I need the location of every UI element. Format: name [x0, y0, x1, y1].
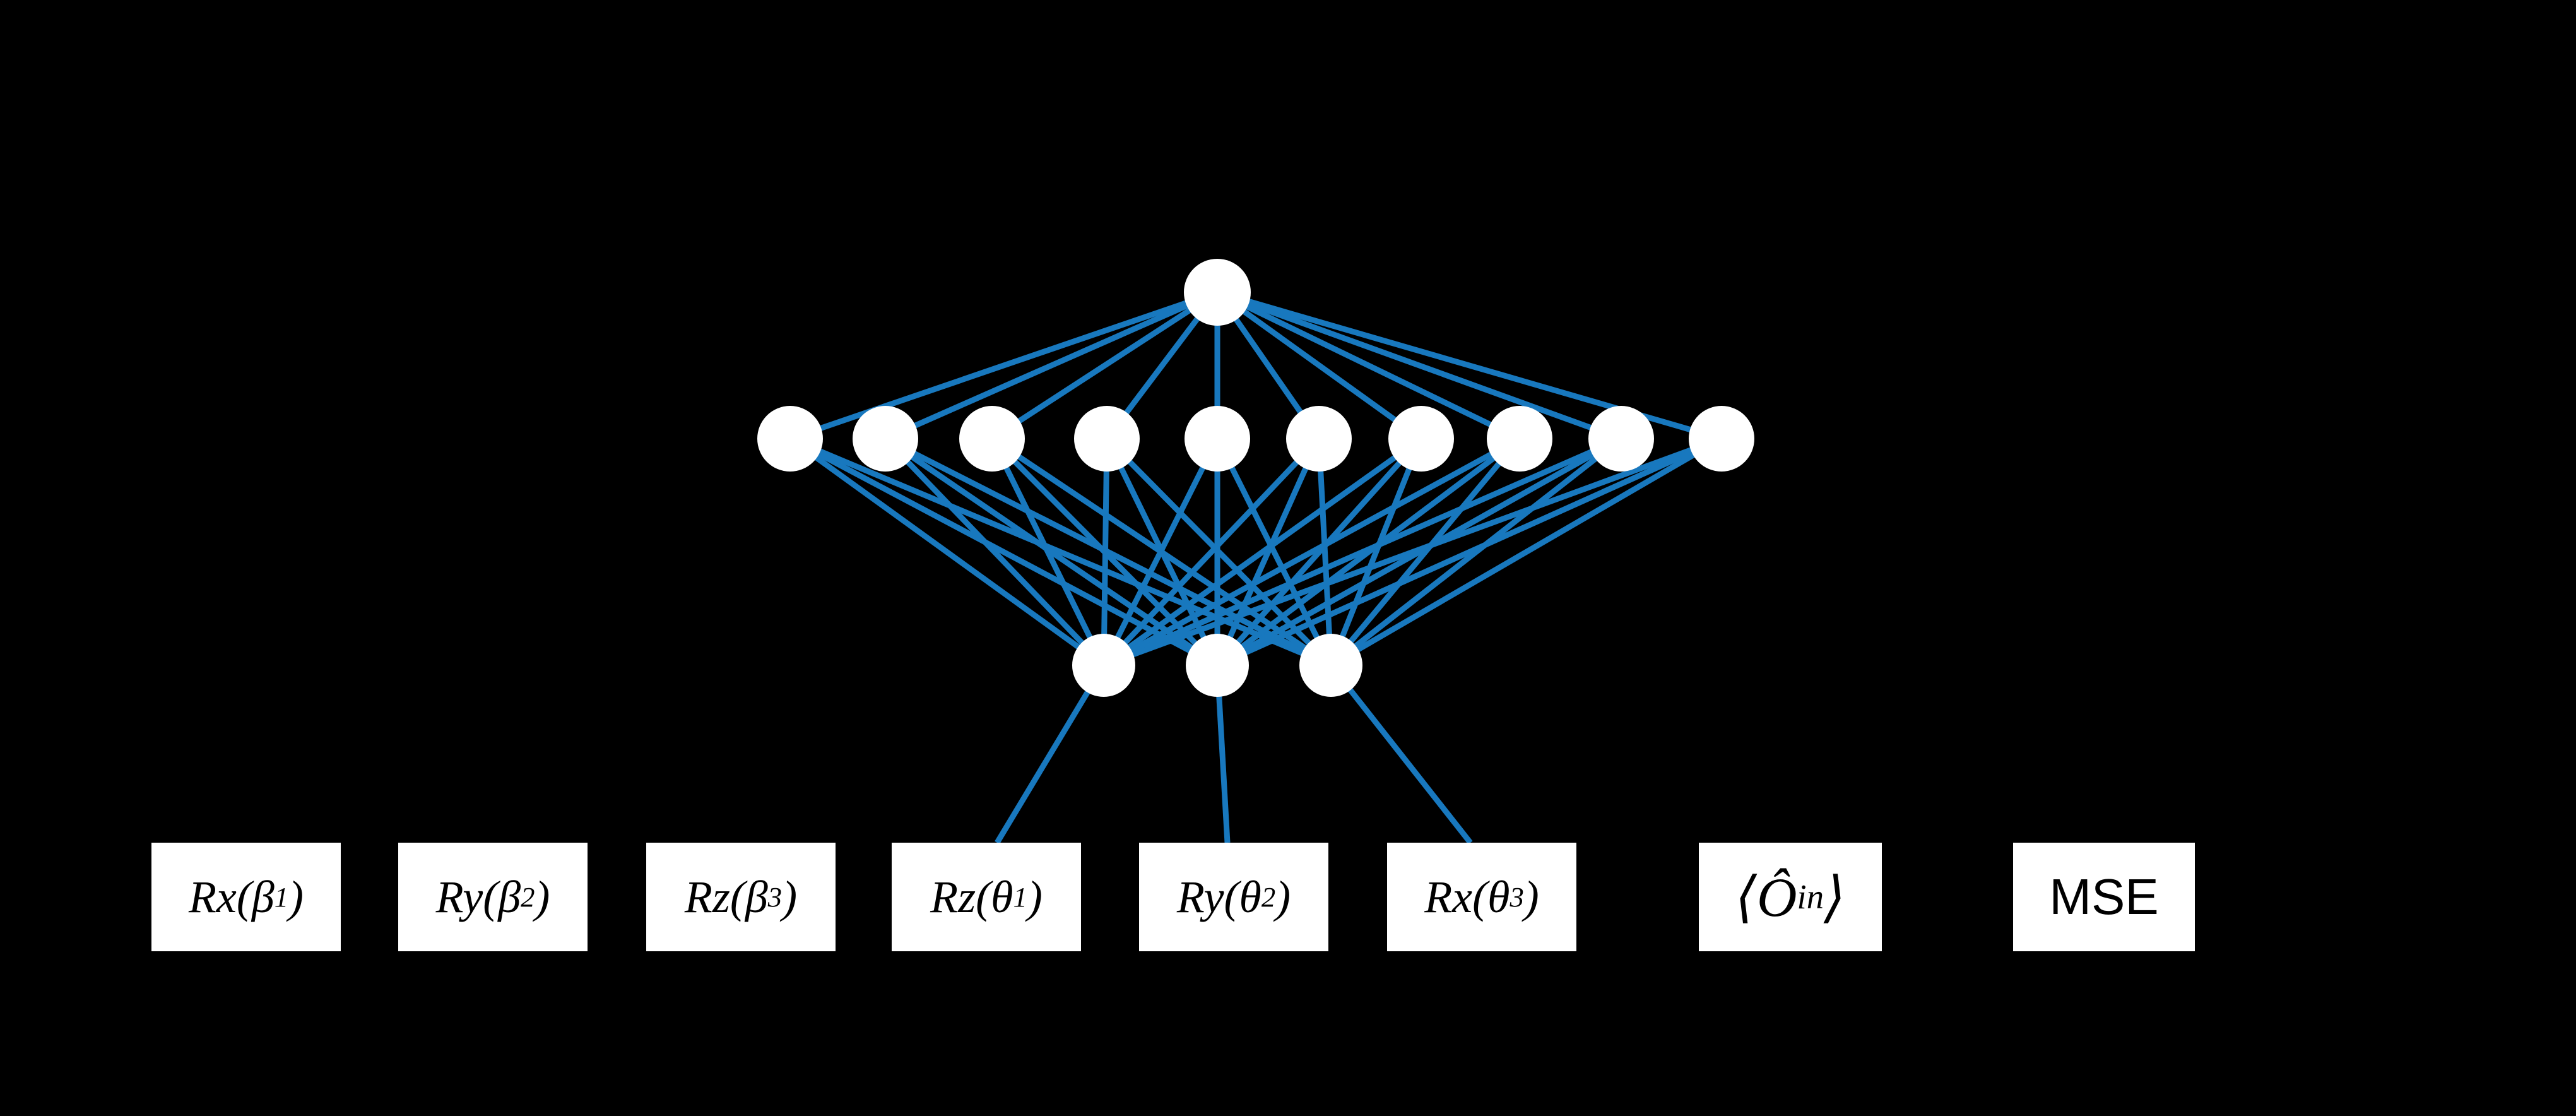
edge-hidden-output — [1216, 436, 1723, 668]
gate-rx-theta3-close: ) — [1523, 871, 1539, 922]
edge-top-hidden — [789, 289, 1219, 442]
edge-hidden-output — [1316, 438, 1334, 666]
edge-hidden-output — [1102, 436, 1723, 668]
edge-hidden-output — [883, 436, 1219, 668]
hidden-node — [1074, 406, 1140, 472]
edge-hidden-output — [989, 437, 1107, 667]
edge-hidden-output — [1214, 437, 1322, 667]
hidden-node — [1689, 406, 1754, 472]
gate-rx-beta1-close: ) — [288, 871, 304, 922]
edge-hidden-output — [788, 436, 1106, 668]
mse-label: MSE — [2013, 843, 2195, 951]
edge-hidden-output — [1215, 436, 1424, 668]
edge-output-box — [995, 663, 1106, 845]
edge-hidden-output — [789, 436, 1332, 668]
edge-top-hidden — [1215, 290, 1423, 441]
edge-hidden-output — [1328, 437, 1522, 667]
gate-rz-beta3-close: ) — [782, 871, 798, 922]
edge-hidden-output — [1214, 437, 1334, 667]
gate-ry-beta2-close: ) — [535, 871, 550, 922]
mse-label-text: MSE — [2049, 869, 2159, 925]
edge-top-hidden — [1216, 289, 1622, 442]
observable-expectation-text: ⟨Ô — [1735, 867, 1797, 929]
edge-top-hidden — [990, 290, 1219, 441]
edge-hidden-output — [1102, 436, 1423, 668]
gate-rx-theta3-text: Rx(θ — [1424, 871, 1510, 922]
edge-hidden-output — [1102, 436, 1521, 668]
hidden-node — [853, 406, 918, 472]
edge-hidden-output — [1328, 437, 1424, 667]
gate-ry-theta2-close: ) — [1275, 871, 1291, 922]
edge-top-hidden — [1216, 289, 1521, 442]
hidden-node — [757, 406, 823, 472]
gate-rz-theta1-close: ) — [1027, 871, 1043, 922]
output-node — [1072, 634, 1135, 697]
edge-hidden-output — [788, 436, 1219, 668]
output-node — [1299, 634, 1362, 697]
edge-hidden-output — [1329, 436, 1723, 668]
hidden-node — [1487, 406, 1552, 472]
edge-top-hidden — [884, 289, 1219, 442]
edge-hidden-output — [1101, 437, 1220, 667]
hidden-node — [959, 406, 1025, 472]
edge-hidden-output — [1101, 436, 1321, 668]
edge-output-box — [1328, 663, 1473, 845]
gate-rz-beta3-text: Rz(β — [684, 871, 768, 922]
input-node — [1184, 259, 1251, 326]
hidden-node — [1388, 406, 1454, 472]
observable-expectation-close: ⟩ — [1823, 867, 1846, 929]
hidden-node — [1185, 406, 1250, 472]
edge-hidden-output — [1102, 436, 1622, 668]
hidden-node — [1588, 406, 1654, 472]
edge-hidden-output — [1101, 438, 1110, 666]
edge-hidden-output — [883, 436, 1106, 668]
gate-rx-beta1-text: Rx(β — [188, 871, 275, 922]
hidden-node — [1286, 406, 1352, 472]
gate-ry-theta2-text: Ry(θ — [1176, 871, 1261, 922]
gate-rz-theta1-text: Rz(θ — [930, 871, 1013, 922]
gate-ry-beta2-text: Ry(β — [435, 871, 521, 922]
output-node — [1186, 634, 1249, 697]
